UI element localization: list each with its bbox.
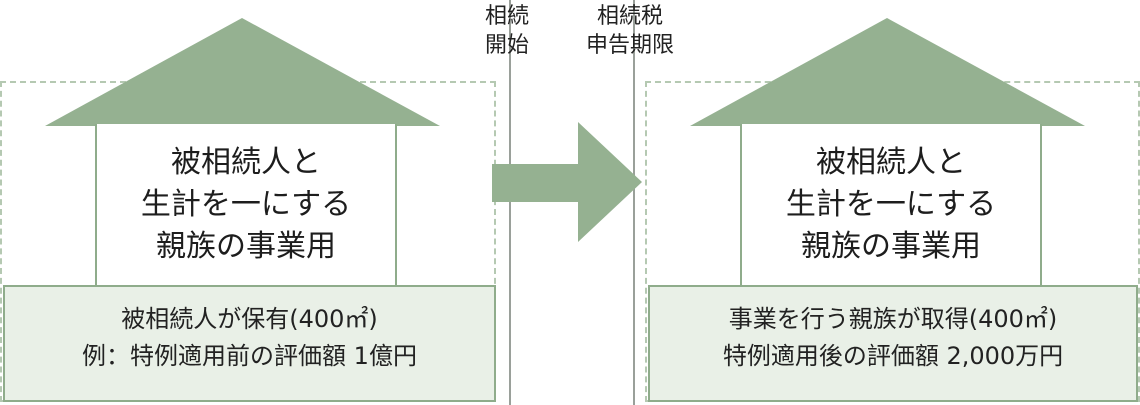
start-label-line2: 開始 bbox=[484, 33, 529, 58]
left-info-box: 被相続人が保有(400㎡) 例：特例適用前の評価額 1億円 bbox=[3, 285, 496, 402]
right-info-line2: 特例適用後の評価額 2,000万円 bbox=[722, 342, 1064, 370]
left-house-body bbox=[95, 124, 397, 286]
right-info-line1: 事業を行う親族が取得(400㎡) bbox=[728, 305, 1058, 333]
left-house-title: 被相続人と 生計を一にする 親族の事業用 bbox=[95, 142, 397, 268]
right-house-roof bbox=[690, 18, 1085, 126]
left-info-line1: 被相続人が保有(400㎡) bbox=[121, 305, 378, 333]
right-title-line2: 生計を一にする bbox=[785, 187, 997, 222]
left-house-roof bbox=[45, 18, 440, 126]
deadline-label-line1: 相続税 bbox=[596, 4, 663, 29]
left-title-line1: 被相続人と bbox=[171, 145, 321, 180]
right-arrow-icon bbox=[492, 122, 642, 242]
inheritance-start-line bbox=[509, 0, 511, 405]
start-label-line1: 相続 bbox=[484, 4, 529, 29]
inheritance-start-label: 相続 開始 bbox=[462, 2, 552, 60]
left-info-line2: 例：特例適用前の評価額 1億円 bbox=[82, 342, 417, 370]
right-title-line3: 親族の事業用 bbox=[801, 229, 981, 264]
right-house-title: 被相続人と 生計を一にする 親族の事業用 bbox=[740, 142, 1042, 268]
deadline-label-line2: 申告期限 bbox=[585, 33, 674, 58]
tax-deadline-label: 相続税 申告期限 bbox=[560, 2, 700, 60]
right-title-line1: 被相続人と bbox=[816, 145, 966, 180]
tax-deadline-line bbox=[633, 0, 635, 405]
left-title-line3: 親族の事業用 bbox=[156, 229, 336, 264]
left-title-line2: 生計を一にする bbox=[140, 187, 352, 222]
right-info-box: 事業を行う親族が取得(400㎡) 特例適用後の評価額 2,000万円 bbox=[648, 285, 1138, 402]
right-house-body bbox=[740, 124, 1042, 286]
